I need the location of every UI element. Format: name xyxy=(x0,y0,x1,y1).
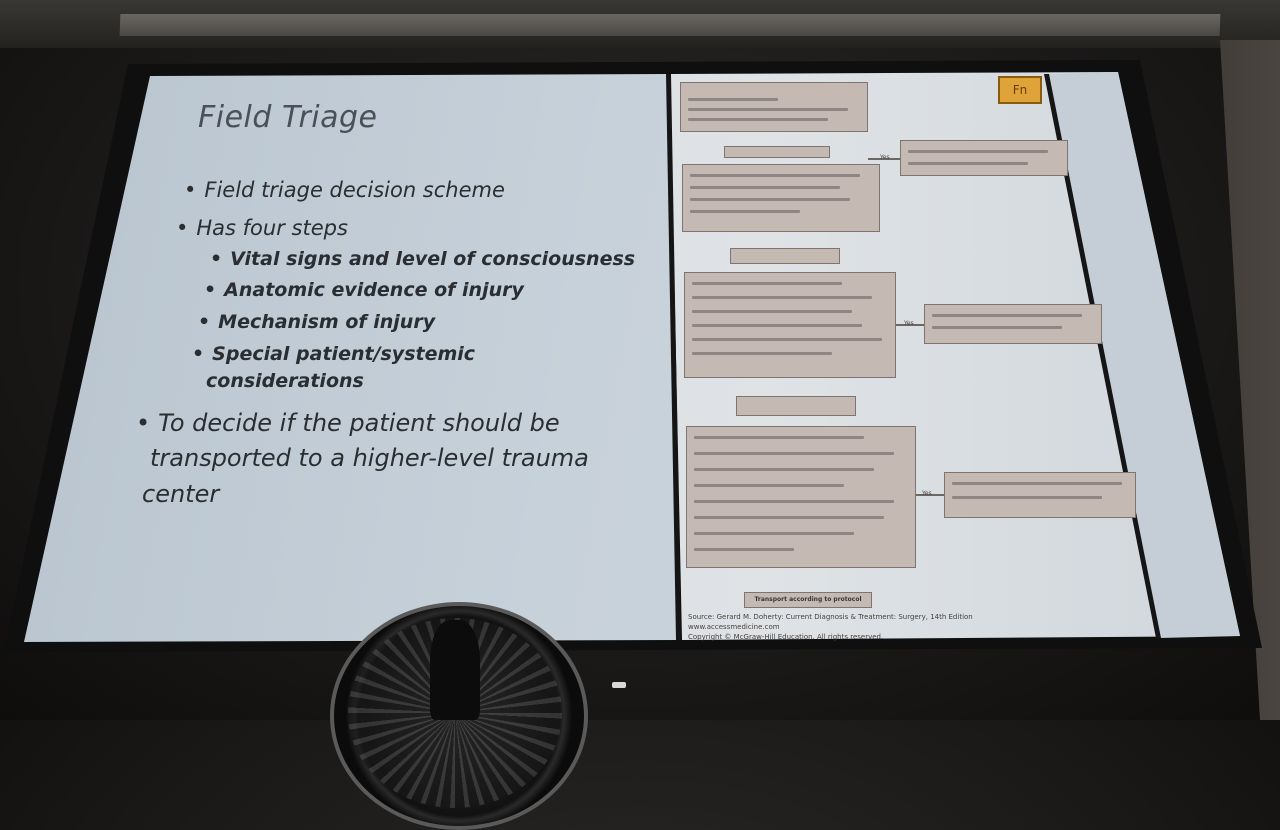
text-line xyxy=(690,198,850,201)
step1-yes-box xyxy=(900,140,1068,176)
text-line xyxy=(692,282,842,285)
text-line xyxy=(690,210,800,213)
connector xyxy=(868,158,900,160)
text-line xyxy=(694,532,854,535)
step4-header xyxy=(736,396,856,416)
ceiling xyxy=(0,0,1280,48)
figure-source-url: www.accessmedicine.com xyxy=(688,623,780,631)
sub-bullet-mechanism: •Mechanism of injury xyxy=(198,311,436,333)
text-line xyxy=(932,314,1082,317)
step2-header xyxy=(724,146,830,158)
text-line xyxy=(694,548,794,551)
text-line xyxy=(692,310,852,313)
text-line xyxy=(692,338,882,341)
text-line xyxy=(692,324,862,327)
text-line xyxy=(694,452,894,455)
figure-source-credit: Source: Gerard M. Doherty: Current Diagn… xyxy=(688,613,973,621)
step3-yes-box xyxy=(924,304,1102,344)
fan-hub xyxy=(430,620,480,720)
conclusion-line-1: •To decide if the patient should be xyxy=(136,409,560,437)
bullet-decision-scheme: •Field triage decision scheme xyxy=(184,178,505,202)
sub-bullet-anatomic: •Anatomic evidence of injury xyxy=(204,279,524,301)
step4-box xyxy=(686,426,916,568)
text-line xyxy=(690,174,860,177)
text-line xyxy=(688,98,778,101)
yes-label: Yes xyxy=(904,320,914,327)
conclusion-line-3: center xyxy=(142,480,220,508)
text-line xyxy=(694,436,864,439)
indicator-light xyxy=(612,682,626,688)
text-line xyxy=(694,484,844,487)
slide-title: Field Triage xyxy=(198,100,378,135)
yes-label: Yes xyxy=(880,154,890,161)
text-line xyxy=(692,352,832,355)
bullet-four-steps: •Has four steps xyxy=(176,216,348,240)
sub-bullet-vital-signs: •Vital signs and level of consciousness xyxy=(210,248,636,270)
connector xyxy=(916,494,944,496)
figure-badge: Fn xyxy=(998,76,1042,104)
text-line xyxy=(690,186,840,189)
step1-box xyxy=(680,82,868,132)
text-line xyxy=(908,162,1028,165)
text-line xyxy=(952,482,1122,485)
text-line xyxy=(688,108,848,111)
yes-label: Yes xyxy=(922,490,932,497)
sub-bullet-considerations: considerations xyxy=(206,370,364,392)
text-line xyxy=(692,296,872,299)
figure-copyright: Copyright © McGraw-Hill Education. All r… xyxy=(688,633,884,641)
slide-text-panel xyxy=(24,74,680,642)
step3-header xyxy=(730,248,840,264)
text-line xyxy=(952,496,1102,499)
text-line xyxy=(694,468,874,471)
step4-yes-box xyxy=(944,472,1136,518)
text-line xyxy=(908,150,1048,153)
text-line xyxy=(688,118,828,121)
transport-protocol-box: Transport according to protocol xyxy=(744,592,872,608)
text-line xyxy=(694,516,884,519)
connector xyxy=(896,324,924,326)
text-line xyxy=(694,500,894,503)
text-line xyxy=(932,326,1062,329)
sub-bullet-special-patient: •Special patient/systemic xyxy=(192,343,476,365)
conclusion-line-2: transported to a higher-level trauma xyxy=(150,444,589,472)
